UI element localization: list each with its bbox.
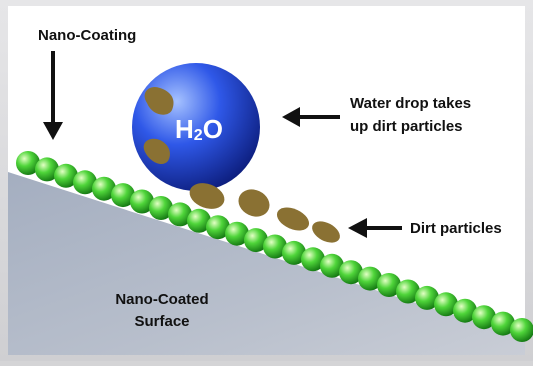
coating-bead [111, 183, 135, 208]
dirt-particle [238, 189, 270, 217]
dirt-particle [276, 207, 310, 231]
coating-bead [130, 189, 154, 214]
coating-bead [54, 163, 78, 188]
coating-bead [149, 196, 173, 220]
coating-bead [472, 305, 496, 330]
coating-bead [396, 279, 420, 304]
water-drop-label-line2: up dirt particles [350, 118, 463, 135]
surface-label-line2: Surface [134, 313, 189, 330]
coating-bead [320, 253, 344, 278]
coating-bead [510, 318, 533, 342]
h2o-label: H2O [175, 114, 223, 144]
coated-surface [8, 172, 525, 355]
coating-bead [263, 234, 287, 259]
coating-bead [187, 208, 211, 233]
coating-bead [434, 292, 458, 317]
water-arrow-head [282, 107, 300, 127]
coating-bead [453, 298, 477, 323]
dirt-particle [143, 138, 170, 165]
coating-bead [339, 260, 363, 285]
water-drop-label-line1: Water drop takes [350, 95, 471, 112]
coating-bead [244, 228, 268, 253]
dirt-particle [312, 221, 340, 243]
coating-beads [16, 151, 533, 342]
dirt-particle [189, 183, 225, 209]
coating-bead [415, 285, 439, 310]
nano-coating-label: Nano-Coating [38, 27, 136, 44]
coating-bead [225, 221, 249, 246]
surface-label-line1: Nano-Coated [115, 291, 208, 308]
coating-bead [282, 240, 306, 265]
water-drop: H2O [132, 63, 260, 191]
coating-bead [35, 157, 59, 182]
dirt-particles-label: Dirt particles [410, 220, 502, 237]
coating-bead [358, 266, 382, 291]
coating-bead [16, 151, 40, 175]
dirt-particle [144, 86, 174, 115]
surface-dirt [189, 183, 340, 243]
coating-bead [301, 247, 325, 272]
coating-bead [73, 170, 97, 195]
coating-bead [92, 176, 116, 201]
coating-arrow-head [43, 122, 63, 140]
coating-bead [168, 202, 192, 227]
coating-bead [491, 311, 515, 336]
coating-bead [377, 273, 401, 297]
coating-bead [206, 215, 230, 240]
dirt-arrow-head [348, 218, 367, 238]
